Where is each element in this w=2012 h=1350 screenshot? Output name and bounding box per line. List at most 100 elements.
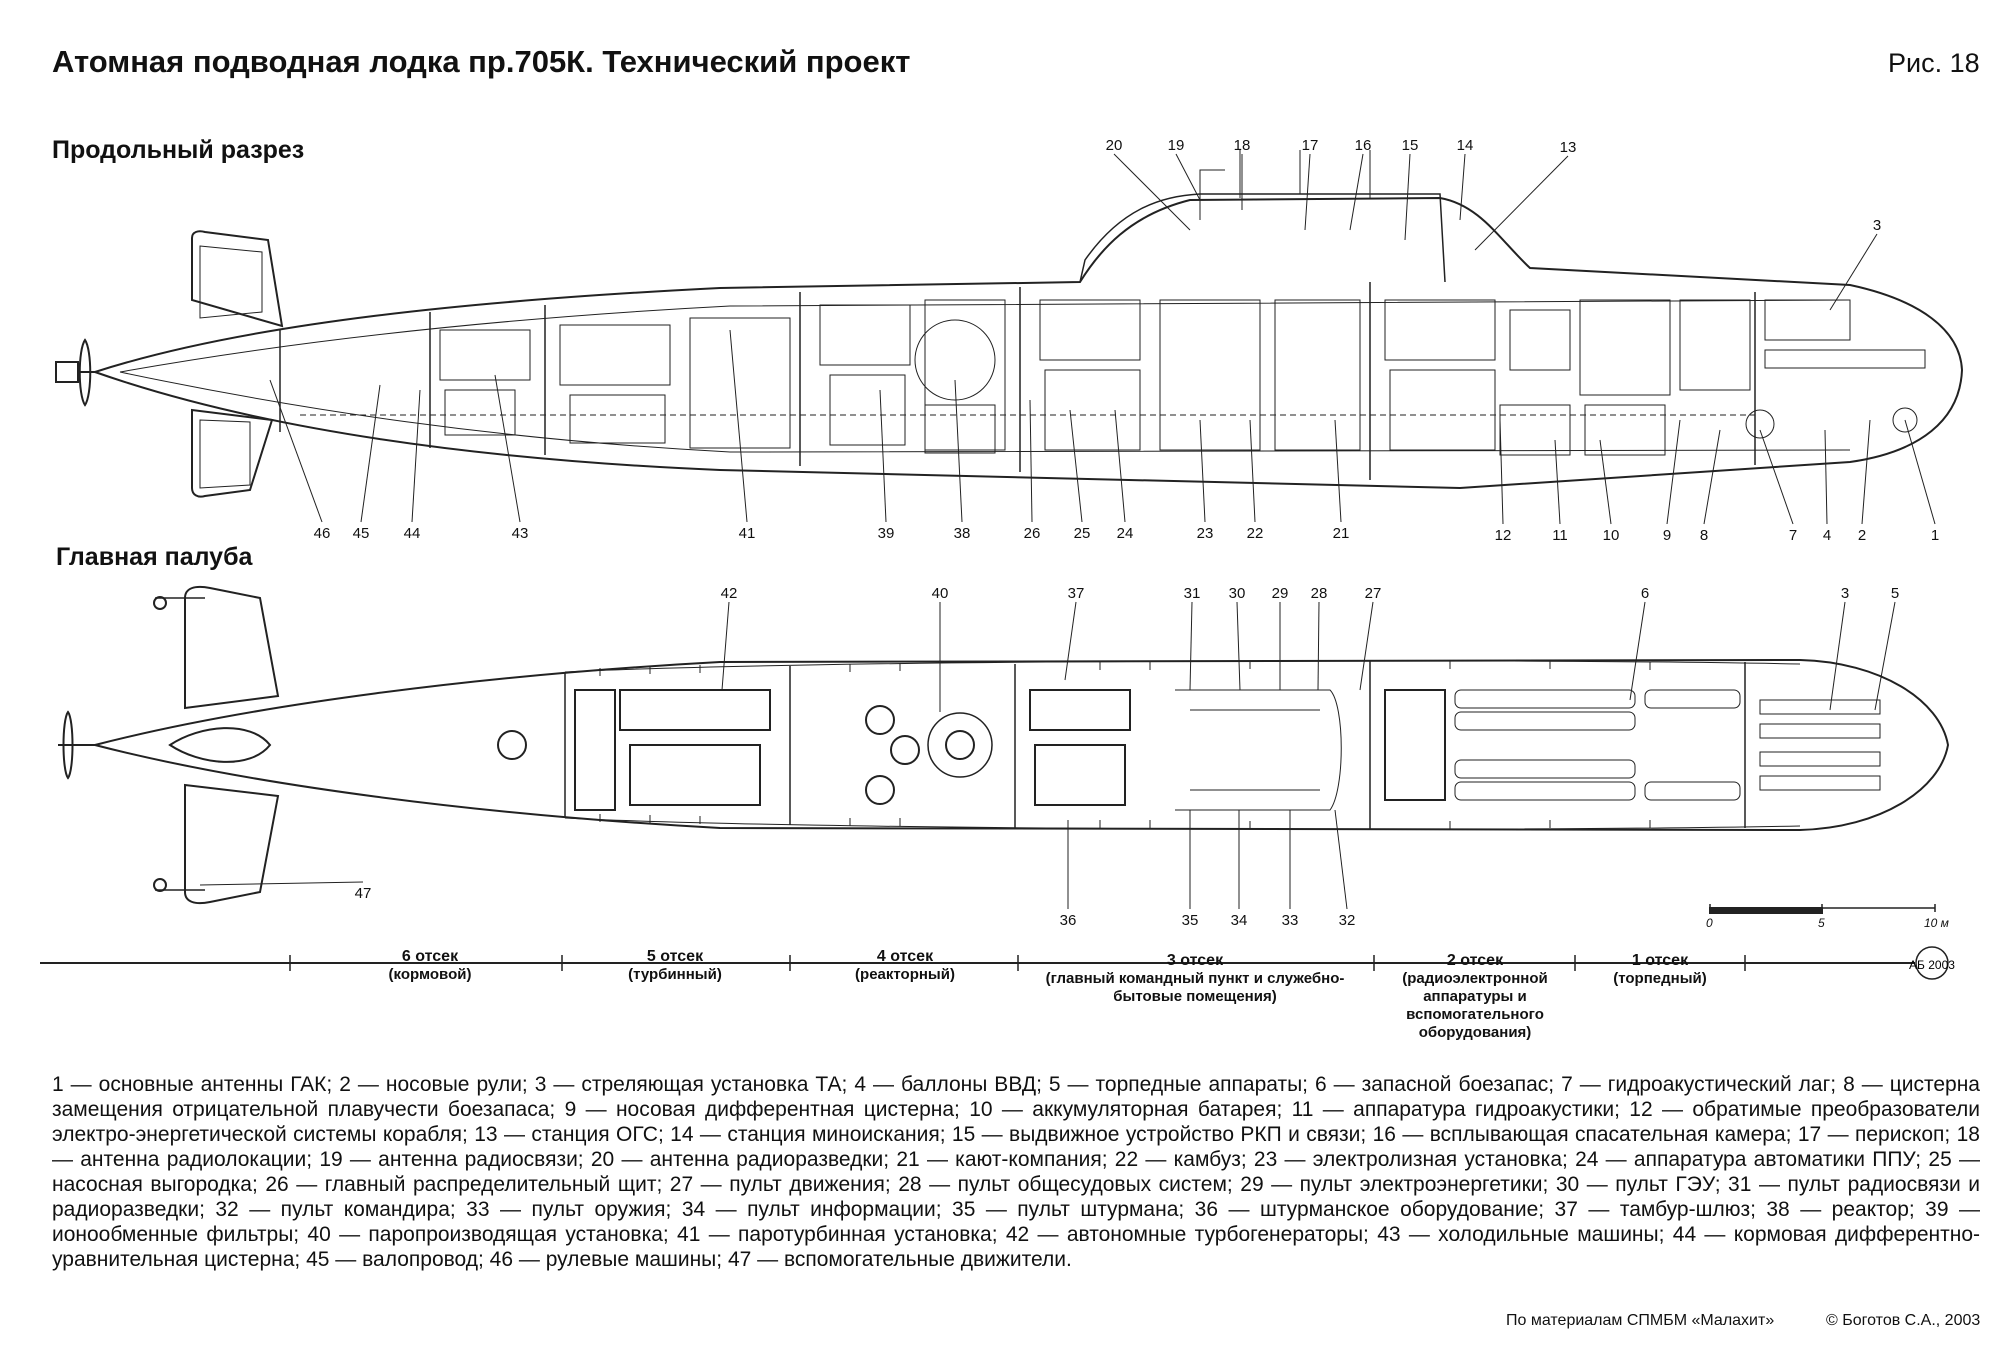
compartment-3-name: 3 отсек	[1166, 952, 1224, 969]
longitudinal-callout-45: 45	[353, 525, 370, 542]
longitudinal-leader-43	[494, 374, 521, 523]
deck-callout-32: 32	[1339, 912, 1356, 929]
compartment-6-desc: (кормовой)	[388, 966, 472, 983]
scale-zero: 0	[1706, 916, 1713, 930]
section-title-main-deck: Главная палуба	[56, 543, 253, 571]
longitudinal-callout-16: 16	[1355, 137, 1372, 154]
scale-end: 10 м	[1924, 916, 1949, 930]
longitudinal-leader-22	[1249, 419, 1256, 523]
longitudinal-leader-38	[954, 379, 963, 523]
longitudinal-leader-13	[1474, 155, 1569, 251]
longitudinal-callout-9: 9	[1663, 527, 1671, 544]
longitudinal-callout-41: 41	[739, 525, 756, 542]
deck-leader-30	[1236, 601, 1241, 691]
propeller-main-deck	[58, 710, 98, 780]
longitudinal-leader-3	[1829, 233, 1878, 311]
compartment-1-name: 1 отсек	[1631, 952, 1689, 969]
longitudinal-leader-25	[1069, 409, 1083, 523]
longitudinal-leader-39	[879, 389, 887, 523]
deck-callout-3: 3	[1841, 585, 1849, 602]
longitudinal-leader-7	[1759, 429, 1794, 525]
deck-callout-42: 42	[721, 585, 738, 602]
hull-longitudinal	[91, 196, 1964, 490]
longitudinal-leader-14	[1459, 153, 1466, 221]
longitudinal-callout-26: 26	[1024, 525, 1041, 542]
compartment-5-desc: (турбинный)	[628, 966, 722, 983]
propeller-longitudinal	[55, 338, 98, 407]
deck-callout-33: 33	[1282, 912, 1299, 929]
upper-rudder	[191, 230, 284, 328]
longitudinal-leader-24	[1114, 409, 1126, 523]
longitudinal-callout-20: 20	[1106, 137, 1123, 154]
longitudinal-callout-46: 46	[314, 525, 331, 542]
deck-callout-29: 29	[1272, 585, 1289, 602]
page-title: Атомная подводная лодка пр.705К. Техниче…	[52, 44, 911, 79]
longitudinal-callout-1: 1	[1931, 527, 1939, 544]
longitudinal-callout-38: 38	[954, 525, 971, 542]
longitudinal-callout-14: 14	[1457, 137, 1474, 154]
longitudinal-leader-8	[1703, 429, 1721, 525]
longitudinal-callout-18: 18	[1234, 137, 1251, 154]
longitudinal-callout-39: 39	[878, 525, 895, 542]
longitudinal-leader-46	[269, 379, 323, 523]
longitudinal-callout-12: 12	[1495, 527, 1512, 544]
compartment-2: 2 отсек (радиоэлектронной аппаратуры и в…	[1380, 952, 1570, 1042]
hull-main-deck	[94, 658, 1950, 832]
compartment-3-desc: (главный командный пункт и служебно-быто…	[1045, 970, 1345, 1005]
longitudinal-callout-44: 44	[404, 525, 421, 542]
figure-number: Рис. 18	[1888, 48, 1980, 78]
deck-callout-28: 28	[1311, 585, 1328, 602]
deck-leader-47	[199, 881, 364, 886]
longitudinal-leader-9	[1666, 419, 1681, 525]
deck-leader-3	[1829, 601, 1846, 711]
source-credit: По материалам СПМБМ «Малахит»	[1506, 1312, 1775, 1329]
compartment-2-desc: (радиоэлектронной аппаратуры и вспомогат…	[1402, 970, 1548, 1041]
compartment-6-name: 6 отсек	[401, 948, 459, 965]
longitudinal-callout-15: 15	[1402, 137, 1419, 154]
longitudinal-callout-24: 24	[1117, 525, 1134, 542]
longitudinal-leader-16	[1349, 153, 1364, 231]
deck-leader-32	[1334, 809, 1348, 910]
longitudinal-callout-4: 4	[1823, 527, 1831, 544]
section-title-longitudinal: Продольный разрез	[52, 136, 305, 164]
lower-rudder	[191, 408, 274, 498]
deck-callout-5: 5	[1891, 585, 1899, 602]
deck-leader-6	[1629, 601, 1646, 701]
compartment-5-name: 5 отсек	[646, 948, 704, 965]
deck-callout-31: 31	[1184, 585, 1201, 602]
longitudinal-callout-10: 10	[1603, 527, 1620, 544]
deck-callout-27: 27	[1365, 585, 1382, 602]
longitudinal-leader-2	[1861, 419, 1871, 525]
deck-leader-42	[721, 601, 730, 691]
author-monogram	[1915, 946, 1949, 980]
longitudinal-leader-44	[411, 389, 421, 523]
monogram-text: АБ 2003	[1909, 958, 1955, 972]
longitudinal-callout-13: 13	[1560, 139, 1577, 156]
longitudinal-callout-43: 43	[512, 525, 529, 542]
sail-longitudinal	[1079, 193, 1446, 283]
longitudinal-callout-19: 19	[1168, 137, 1185, 154]
longitudinal-leader-26	[1029, 399, 1033, 523]
longitudinal-leader-45	[360, 384, 381, 523]
deck-leader-31	[1189, 601, 1193, 691]
compartment-1-desc: (торпедный)	[1613, 970, 1707, 987]
longitudinal-leader-19	[1175, 153, 1201, 201]
deck-leader-5	[1874, 601, 1896, 711]
longitudinal-leader-17	[1304, 153, 1311, 231]
longitudinal-leader-1	[1904, 419, 1936, 525]
legend-text: 1 — основные антенны ГАК; 2 — носовые ру…	[52, 1073, 1980, 1271]
deck-callout-36: 36	[1060, 912, 1077, 929]
deck-callout-40: 40	[932, 585, 949, 602]
deck-callout-30: 30	[1229, 585, 1246, 602]
longitudinal-leader-21	[1334, 419, 1342, 523]
longitudinal-leader-12	[1499, 419, 1504, 525]
longitudinal-callout-2: 2	[1858, 527, 1866, 544]
compartment-5: 5 отсек (турбинный)	[600, 948, 750, 984]
compartment-4: 4 отсек (реакторный)	[830, 948, 980, 984]
longitudinal-callout-17: 17	[1302, 137, 1319, 154]
longitudinal-callout-22: 22	[1247, 525, 1264, 542]
longitudinal-leader-20	[1113, 153, 1191, 231]
compartment-3: 3 отсек (главный командный пункт и служе…	[1020, 952, 1370, 1006]
longitudinal-leader-4	[1824, 429, 1828, 525]
